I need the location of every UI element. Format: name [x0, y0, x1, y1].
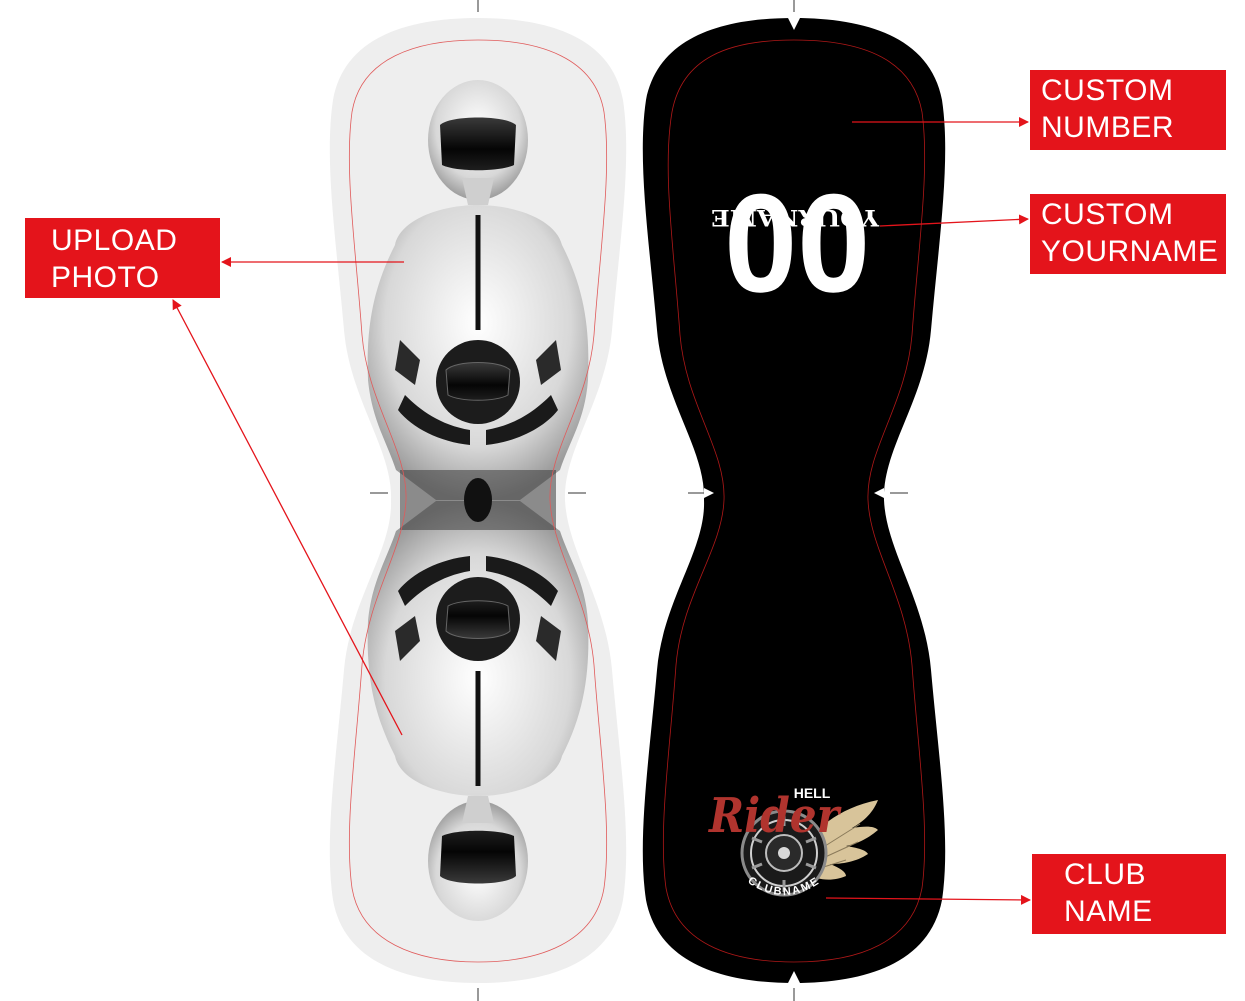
wheel-icon — [740, 809, 828, 897]
custom-number-zone[interactable]: 00 — [724, 165, 870, 322]
custom-name: YOURNAME — [711, 204, 880, 230]
upload-callout-line-1: UPLOAD — [51, 224, 178, 257]
arrow-club — [825, 894, 1031, 905]
callout-arrows — [172, 117, 1031, 905]
custom-number: 00 — [724, 165, 870, 322]
club-logo[interactable]: HELL Rider CLUBNAME — [707, 785, 878, 898]
custom-number-callout[interactable]: CUSTOM NUMBER — [1030, 70, 1226, 150]
uploaded-photo — [367, 80, 589, 921]
custom-name-zone[interactable]: YOURNAME — [711, 204, 880, 230]
club-name-callout[interactable]: CLUB NAME — [1032, 854, 1226, 934]
design-panel-safe-line — [662, 39, 926, 963]
design-panel-outline — [642, 18, 946, 983]
number-callout-line-2: NUMBER — [1041, 111, 1175, 144]
rider-figure-top — [367, 80, 589, 500]
rider-figure-bottom — [367, 501, 589, 921]
upload-photo-callout[interactable]: UPLOAD PHOTO — [25, 218, 220, 298]
design-panel[interactable]: 00 YOURNAME HELL Rider C — [642, 18, 946, 983]
club-callout-line-2: NAME — [1064, 895, 1153, 928]
upload-callout-line-2: PHOTO — [51, 261, 160, 294]
yourname-callout-line-1: CUSTOM — [1041, 198, 1174, 231]
arrow-yourname — [879, 214, 1029, 227]
arrow-photo-to-upload — [172, 299, 403, 736]
photo-panel-safe-line — [348, 39, 608, 963]
crop-marks — [370, 0, 908, 1001]
logo-small-text: HELL — [794, 785, 831, 801]
yourname-callout-line-2: YOURNAME — [1041, 235, 1219, 268]
club-callout-line-1: CLUB — [1064, 858, 1147, 891]
number-callout-line-1: CUSTOM — [1041, 74, 1174, 107]
registration-notches — [704, 18, 884, 983]
logo-big-text: Rider — [707, 788, 842, 844]
photo-panel[interactable] — [329, 18, 627, 983]
custom-yourname-callout[interactable]: CUSTOM YOURNAME — [1030, 194, 1226, 274]
